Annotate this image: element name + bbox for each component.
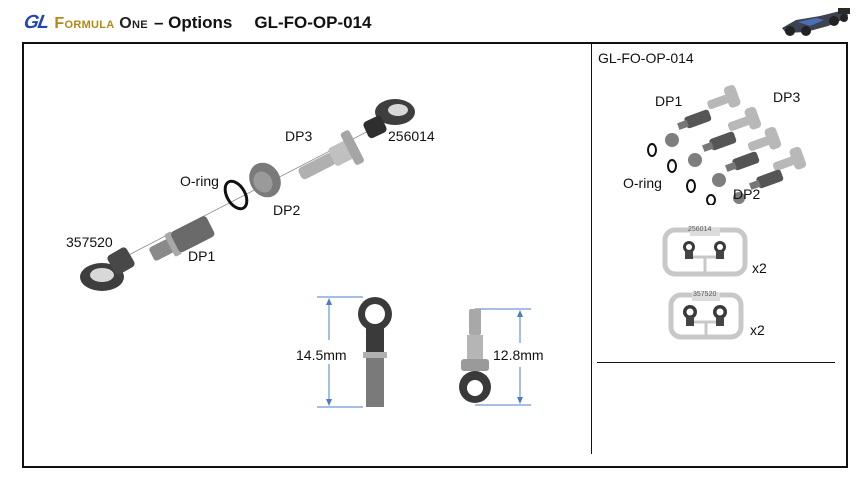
label-256014: 256014 xyxy=(388,128,435,144)
brand-formula: Formula xyxy=(54,15,115,32)
dp3-part xyxy=(298,130,364,180)
page-title: – Options xyxy=(153,13,233,32)
right-part-dimension-drawing xyxy=(459,308,531,406)
sprue-256014 xyxy=(662,227,748,277)
label-dp1: DP1 xyxy=(188,248,216,264)
dp1-part xyxy=(149,216,215,261)
product-code: GL-FO-OP-014 xyxy=(254,13,372,32)
exploded-view-diagram xyxy=(80,99,415,291)
label-oring: O-ring xyxy=(180,173,219,189)
gl-logo-mark: GL xyxy=(22,12,51,33)
brand-one: One xyxy=(119,15,148,32)
contents-label-dp2: DP2 xyxy=(733,186,761,202)
eyelet-256014-part xyxy=(363,99,415,139)
dim-arrow-down-icon xyxy=(517,397,523,404)
dp3-eyelet-part xyxy=(459,309,491,403)
contents-divider xyxy=(597,362,835,363)
oring-parts-group xyxy=(647,143,716,205)
label-357520: 357520 xyxy=(66,234,113,250)
oring-part xyxy=(223,179,249,211)
sprue-qty-256014: x2 xyxy=(752,260,767,276)
label-dp2: DP2 xyxy=(273,202,301,218)
sprue-code-256014: 256014 xyxy=(688,226,712,233)
contents-label-dp3: DP3 xyxy=(773,89,801,105)
sprue-qty-357520: x2 xyxy=(750,322,765,338)
dim-arrow-up-icon xyxy=(517,310,523,317)
dimension-14-5mm: 14.5mm xyxy=(296,347,347,363)
contents-title: GL-FO-OP-014 xyxy=(598,50,694,66)
page-header: GL Formula One – Options GL-FO-OP-014 xyxy=(22,12,372,38)
contents-parts-illustration xyxy=(647,85,807,205)
dim-arrow-down-icon xyxy=(326,399,332,406)
dp3-parts-group xyxy=(707,85,807,171)
dp1-parts-group xyxy=(677,109,784,190)
content-frame xyxy=(22,42,848,468)
label-dp3: DP3 xyxy=(285,128,313,144)
sprue-code-357520: 357520 xyxy=(693,291,717,298)
eyelet-bolt-part xyxy=(358,297,392,407)
dp2-parts-group xyxy=(665,133,745,204)
dp2-part xyxy=(249,162,281,198)
left-part-dimension-drawing xyxy=(317,296,392,408)
sprue-357520 xyxy=(668,292,744,340)
contents-label-dp1: DP1 xyxy=(655,93,683,109)
panel-divider xyxy=(591,44,592,454)
dim-arrow-up-icon xyxy=(326,298,332,305)
dimension-12-8mm: 12.8mm xyxy=(493,347,544,363)
f1-car-icon xyxy=(782,8,850,36)
eyelet-357520-part xyxy=(80,247,135,291)
contents-label-oring: O-ring xyxy=(623,175,662,191)
brand-name: Formula One xyxy=(54,15,148,33)
